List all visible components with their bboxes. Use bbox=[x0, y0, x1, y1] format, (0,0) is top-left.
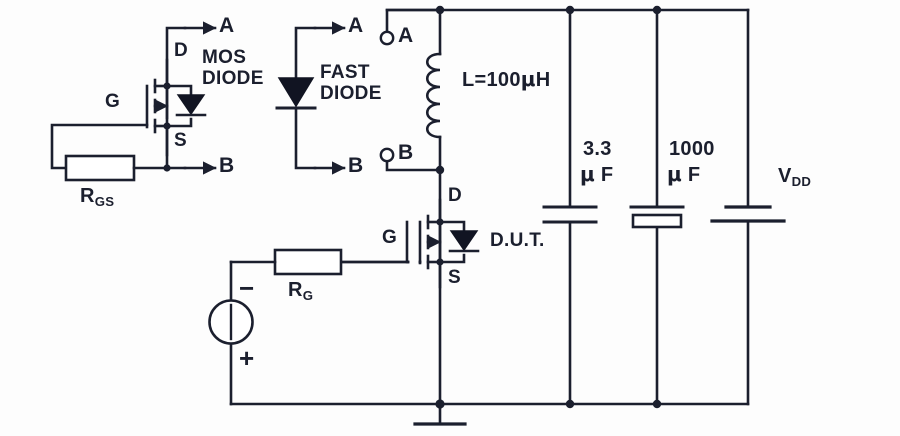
cap-electrolytic-wires bbox=[652, 5, 662, 409]
selector-terminal-b-label: B bbox=[398, 141, 414, 164]
mos-diode-caption: MOS DIODE bbox=[202, 47, 264, 90]
cap-film-wires bbox=[565, 5, 575, 409]
mos-diode-terminal-a-label: A bbox=[219, 14, 235, 37]
mos-diode-caption-line2: DIODE bbox=[202, 68, 264, 90]
selector-terminal-a-label: A bbox=[398, 24, 414, 47]
dut-gate-corner bbox=[407, 218, 420, 262]
fast-diode-cathode-wire bbox=[294, 106, 346, 175]
inductor-label-prefix: L=100 bbox=[462, 69, 521, 91]
inductor-coil bbox=[425, 52, 442, 139]
cap-film-unit: μ F bbox=[580, 164, 613, 186]
rg-label-main: R bbox=[288, 279, 303, 301]
rg-label: RG bbox=[288, 279, 314, 304]
rg-label-sub: G bbox=[302, 288, 314, 304]
fast-diode-caption-line1: FAST bbox=[320, 62, 370, 83]
gate-source-symbol bbox=[208, 299, 254, 345]
fast-diode-anode-wire bbox=[294, 21, 346, 98]
gate-source-positive-label: + bbox=[239, 343, 255, 373]
cap-electrolytic-value: 1000 bbox=[669, 138, 715, 160]
fast-diode-terminal-b-label: B bbox=[348, 154, 364, 177]
mos-diode-gate-wire bbox=[50, 123, 149, 170]
cap-film-unit-mu: μ bbox=[580, 162, 596, 186]
rgs-resistor bbox=[64, 154, 136, 182]
cap-electrolytic-plates bbox=[629, 205, 685, 229]
dut-junctions bbox=[436, 218, 444, 266]
rg-resistor bbox=[273, 248, 343, 276]
fast-diode-caption-line2: DIODE bbox=[320, 83, 382, 105]
vdd-battery-plates bbox=[710, 205, 786, 223]
dut-gate-bus bbox=[405, 220, 409, 264]
fast-diode bbox=[275, 77, 317, 110]
dut-pin-s-label: S bbox=[448, 267, 461, 288]
ground-symbol bbox=[413, 399, 467, 426]
selector-terminal-b[interactable] bbox=[379, 147, 442, 172]
mos-diode-source-wire bbox=[163, 124, 217, 175]
dut-caption: D.U.T. bbox=[490, 230, 545, 251]
mos-diode-body-diode bbox=[175, 94, 207, 117]
fast-diode-caption: FAST DIODE bbox=[320, 62, 382, 105]
inductor-label: L=100μH bbox=[462, 69, 551, 91]
mos-diode-pin-g-label: G bbox=[105, 91, 121, 112]
vdd-label: VDD bbox=[778, 165, 812, 190]
mos-diode-pin-d-label: D bbox=[174, 40, 189, 61]
cap-film-unit-f: F bbox=[600, 164, 614, 186]
mos-diode-caption-line1: MOS bbox=[202, 47, 247, 68]
inductor-label-unit-h: H bbox=[535, 69, 551, 91]
vdd-label-main: V bbox=[778, 165, 792, 187]
cap-film-value: 3.3 bbox=[583, 138, 612, 160]
dut-pin-d-label: D bbox=[448, 185, 463, 206]
mos-diode-body-diode-wires bbox=[165, 84, 193, 128]
cap-film-plates bbox=[542, 205, 598, 224]
cap-electrolytic-unit: μ F bbox=[667, 164, 700, 186]
rgs-label-main: R bbox=[80, 185, 95, 207]
dut-pin-g-label: G bbox=[382, 227, 398, 248]
rgs-label-sub: GS bbox=[94, 194, 115, 210]
dut-body-diode-wires bbox=[438, 220, 466, 264]
mos-diode-pin-s-label: S bbox=[174, 130, 187, 151]
vdd-label-sub: DD bbox=[791, 174, 812, 190]
mos-diode-terminal-b-label: B bbox=[219, 154, 235, 177]
dut-body-diode bbox=[448, 230, 480, 253]
inductor-label-unit-mu: μ bbox=[520, 67, 536, 91]
cap-electrolytic-unit-mu: μ bbox=[667, 162, 683, 186]
gate-source-negative-label: − bbox=[239, 273, 255, 303]
rgs-label: RGS bbox=[80, 185, 115, 210]
fast-diode-terminal-a-label: A bbox=[348, 14, 364, 37]
cap-electrolytic-unit-f: F bbox=[687, 164, 701, 186]
